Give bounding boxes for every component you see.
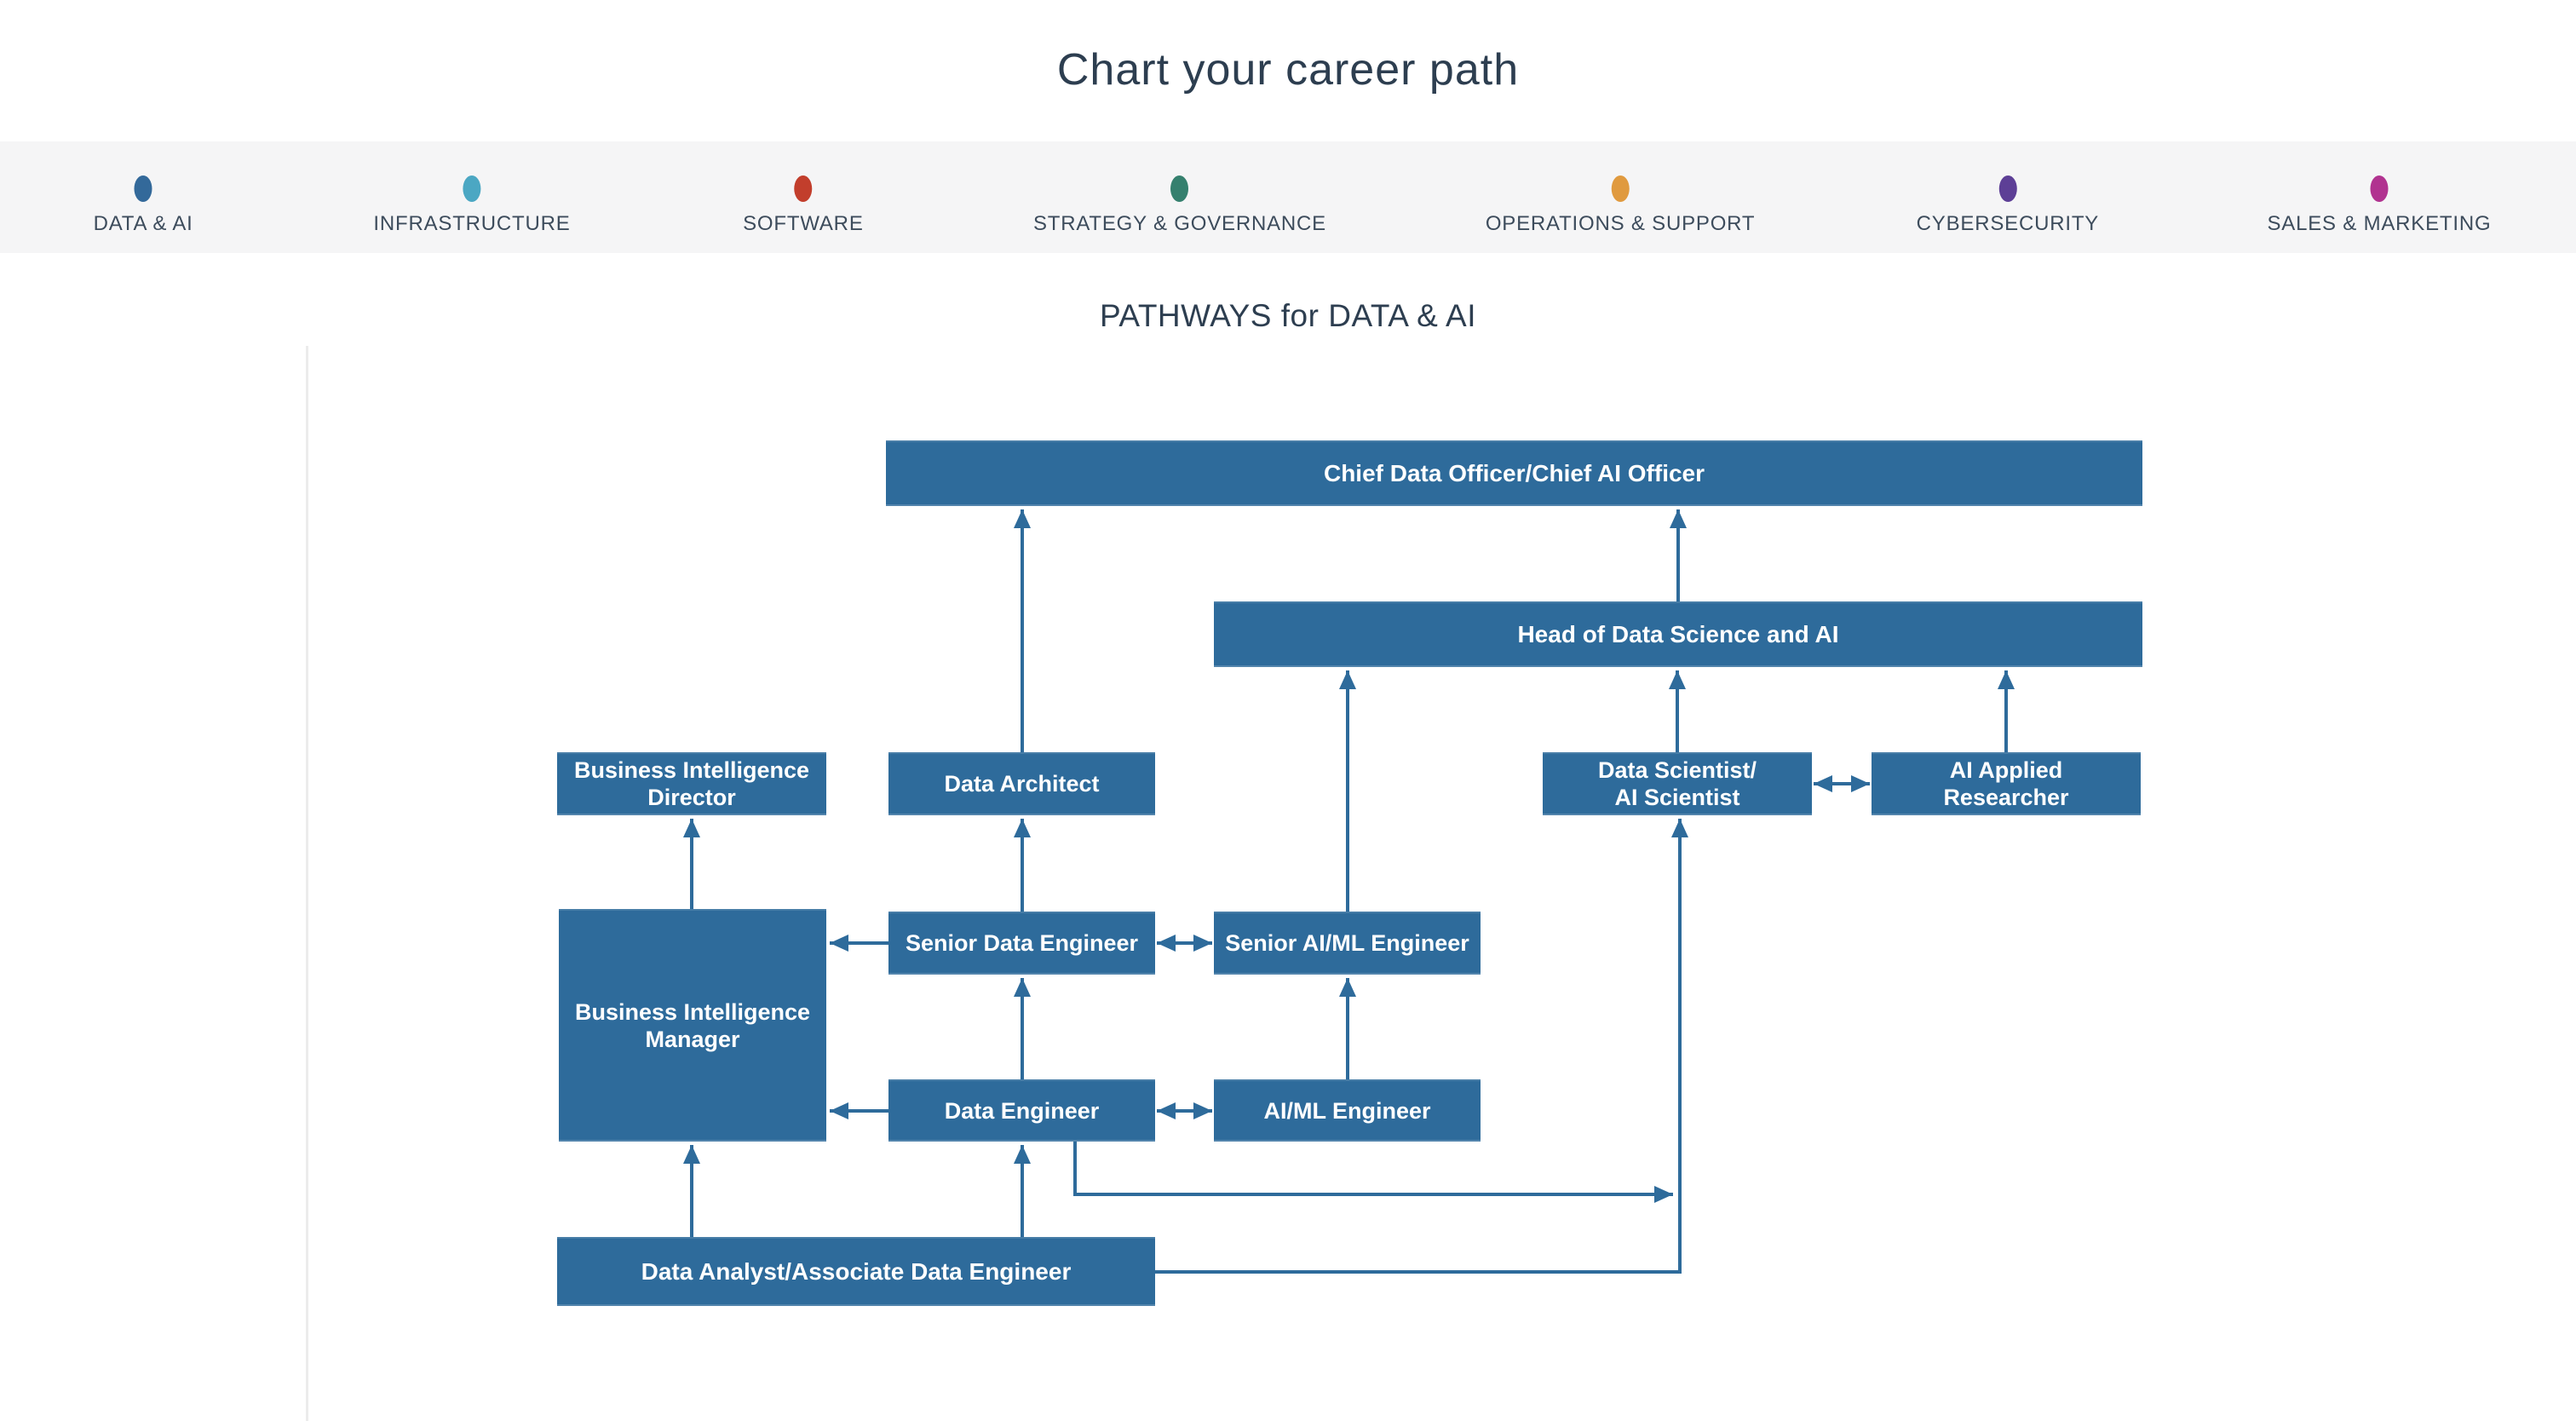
edge-ai-applied-researcher-to-head (1998, 670, 2015, 752)
category-label: STRATEGY & GOVERNANCE (1032, 212, 1326, 235)
node-label: AI/ML Engineer (1263, 1097, 1431, 1124)
edge-data-eng-ai-ml-eng (1157, 1102, 1212, 1119)
category-label: SOFTWARE (743, 212, 864, 235)
edge-senior-ai-ml-to-head (1339, 670, 1356, 912)
category-dot-data-ai (134, 175, 152, 202)
nav-item-strategy-governance[interactable]: STRATEGY & GOVERNANCE (1033, 141, 1326, 253)
category-dot-strategy-governance (1170, 175, 1189, 202)
nav-item-cybersecurity[interactable]: CYBERSECURITY (1917, 141, 2099, 253)
node-ai-ml-engineer: AI/ML Engineer (1214, 1079, 1481, 1142)
edge-data-analyst-to-data-engineer (1014, 1145, 1031, 1237)
node-label: AI Applied Researcher (1943, 757, 2069, 810)
node-label: Business Intelligence Manager (574, 998, 811, 1052)
node-label: Senior AI/ML Engineer (1225, 930, 1469, 956)
edge-data-eng-to-senior-data-eng (1014, 978, 1031, 1079)
category-label: OPERATIONS & SUPPORT (1485, 212, 1756, 235)
nav-item-infrastructure[interactable]: INFRASTRUCTURE (373, 141, 570, 253)
edge-data-eng-elbow-to-riser (1073, 1142, 1673, 1203)
category-label: SALES & MARKETING (2267, 212, 2492, 235)
nav-item-operations-support[interactable]: OPERATIONS & SUPPORT (1486, 141, 1756, 253)
node-label: Data Engineer (944, 1097, 1100, 1124)
edge-senior-data-eng-senior-ai-ml (1157, 935, 1212, 952)
edge-data-eng-to-bi-manager (830, 1102, 888, 1119)
node-senior-ai-ml-engineer: Senior AI/ML Engineer (1214, 912, 1481, 975)
node-head-data-science-ai: Head of Data Science and AI (1214, 601, 2142, 667)
node-senior-data-engineer: Senior Data Engineer (888, 912, 1155, 975)
category-label: CYBERSECURITY (1916, 212, 2100, 235)
category-dot-sales-marketing (2370, 175, 2389, 202)
node-data-engineer: Data Engineer (888, 1079, 1155, 1142)
edge-data-scientist-to-head (1669, 670, 1686, 752)
edge-bi-manager-to-bi-director (683, 819, 700, 909)
node-chief-data-officer: Chief Data Officer/Chief AI Officer (886, 440, 2142, 506)
edge-data-analyst-to-bi-manager (683, 1145, 700, 1237)
category-dot-infrastructure (463, 175, 481, 202)
edge-data-scientist-ai-applied (1814, 775, 1870, 792)
edge-senior-data-eng-to-data-architect (1014, 819, 1031, 912)
node-label: Data Analyst/Associate Data Engineer (641, 1257, 1072, 1285)
edge-ai-ml-eng-to-senior-ai-ml (1339, 978, 1356, 1079)
category-nav: DATA & AI INFRASTRUCTURE SOFTWARE STRATEGY … (0, 141, 2576, 253)
node-label: Chief Data Officer/Chief AI Officer (1323, 459, 1705, 486)
edge-senior-data-eng-to-bi-manager (830, 935, 888, 952)
nav-item-data-ai[interactable]: DATA & AI (94, 141, 193, 253)
content-left-divider (306, 346, 308, 1421)
node-data-architect: Data Architect (888, 752, 1155, 815)
node-ai-applied-researcher: AI Applied Researcher (1872, 752, 2141, 815)
category-label: DATA & AI (93, 212, 193, 235)
category-dot-operations-support (1611, 175, 1630, 202)
node-label: Business Intelligence Director (573, 757, 810, 810)
node-label: Data Architect (944, 771, 1100, 797)
node-data-scientist: Data Scientist/ AI Scientist (1543, 752, 1812, 815)
nav-item-software[interactable]: SOFTWARE (743, 141, 864, 253)
nav-item-sales-marketing[interactable]: SALES & MARKETING (2267, 141, 2491, 253)
node-bi-director: Business Intelligence Director (557, 752, 826, 815)
category-dot-cybersecurity (1998, 175, 2017, 202)
edge-data-architect-to-chief (1014, 509, 1031, 752)
category-label: INFRASTRUCTURE (373, 212, 571, 235)
node-data-analyst: Data Analyst/Associate Data Engineer (557, 1237, 1155, 1306)
node-label: Head of Data Science and AI (1517, 620, 1839, 647)
node-label: Senior Data Engineer (905, 930, 1139, 956)
node-label: Data Scientist/ AI Scientist (1597, 757, 1757, 810)
edge-data-analyst-to-data-scientist (1155, 819, 1688, 1274)
edge-head-to-chief (1670, 509, 1687, 601)
pathways-subtitle: PATHWAYS for DATA & AI (1099, 298, 1477, 333)
category-dot-software (794, 175, 813, 202)
page-title: Chart your career path (1056, 45, 1520, 95)
node-bi-manager: Business Intelligence Manager (559, 909, 826, 1142)
